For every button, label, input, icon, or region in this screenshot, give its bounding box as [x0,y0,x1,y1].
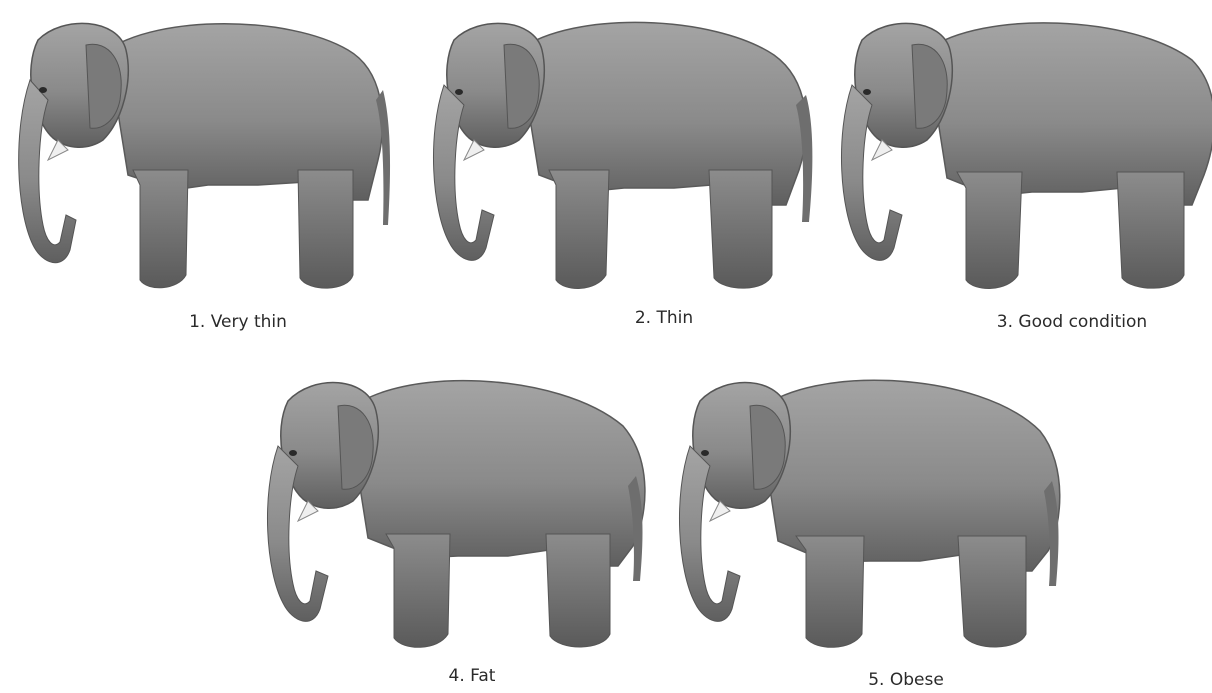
caption-thin: 2. Thin [635,308,693,328]
elephant-very-thin-image [8,10,403,300]
caption-good-condition: 3. Good condition [997,312,1147,332]
elephant-obese-drawing [670,366,1070,662]
caption-fat: 4. Fat [449,666,496,686]
elephant-good-condition-drawing [832,10,1212,300]
caption-very-thin: 1. Very thin [189,312,287,332]
elephant-fat-image [258,366,653,662]
elephant-very-thin-drawing [8,10,403,300]
elephant-obese-image [670,366,1070,662]
caption-obese: 5. Obese [868,670,944,690]
elephant-thin-image [424,10,819,300]
elephant-fat-drawing [258,366,653,662]
elephant-thin-drawing [424,10,819,300]
elephant-good-condition-image [832,10,1212,300]
